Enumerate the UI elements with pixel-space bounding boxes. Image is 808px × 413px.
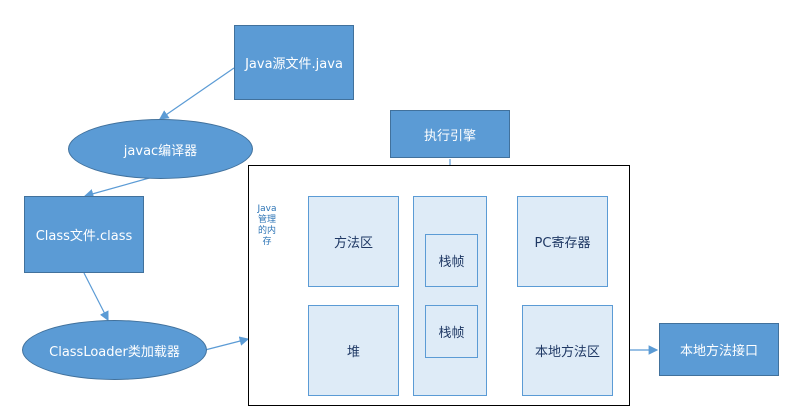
execution-engine-box: 执行引擎 — [390, 110, 510, 158]
stack-box — [413, 196, 487, 396]
jvm-memory-label: Java 管理 的内 存 — [257, 204, 277, 247]
method-area-box: 方法区 — [308, 196, 399, 287]
native-interface-box: 本地方法接口 — [659, 323, 779, 376]
stack-frame-1-label: 栈帧 — [438, 255, 465, 270]
class-file-box: Class文件.class — [24, 196, 144, 273]
heap-box: 堆 — [308, 305, 399, 396]
stack-frame-2-label: 栈帧 — [438, 326, 465, 341]
native-method-area-box: 本地方法区 — [522, 305, 613, 396]
stack-frame-2-box: 栈帧 — [425, 305, 478, 358]
arrow-loader-to-jvm — [204, 336, 250, 351]
heap-label: 堆 — [346, 345, 360, 360]
java-source-box: Java源文件.java — [234, 25, 354, 100]
javac-ellipse: javac编译器 — [68, 119, 253, 179]
native-interface-label: 本地方法接口 — [679, 344, 758, 359]
pc-register-label: PC寄存器 — [534, 236, 591, 251]
classloader-label: ClassLoader类加载器 — [49, 344, 180, 360]
classloader-ellipse: ClassLoader类加载器 — [22, 320, 207, 380]
arrow-class-to-loader — [83, 272, 109, 322]
method-area-label: 方法区 — [333, 236, 373, 251]
stack-frame-1-box: 栈帧 — [425, 234, 478, 287]
pc-register-box: PC寄存器 — [517, 196, 608, 287]
execution-engine-label: 执行引擎 — [423, 128, 476, 144]
javac-label: javac编译器 — [123, 143, 198, 159]
java-source-label: Java源文件.java — [245, 57, 343, 72]
native-method-area-label: 本地方法区 — [534, 345, 600, 360]
class-file-label: Class文件.class — [35, 229, 133, 244]
arrow-source-to-javac — [159, 67, 235, 120]
